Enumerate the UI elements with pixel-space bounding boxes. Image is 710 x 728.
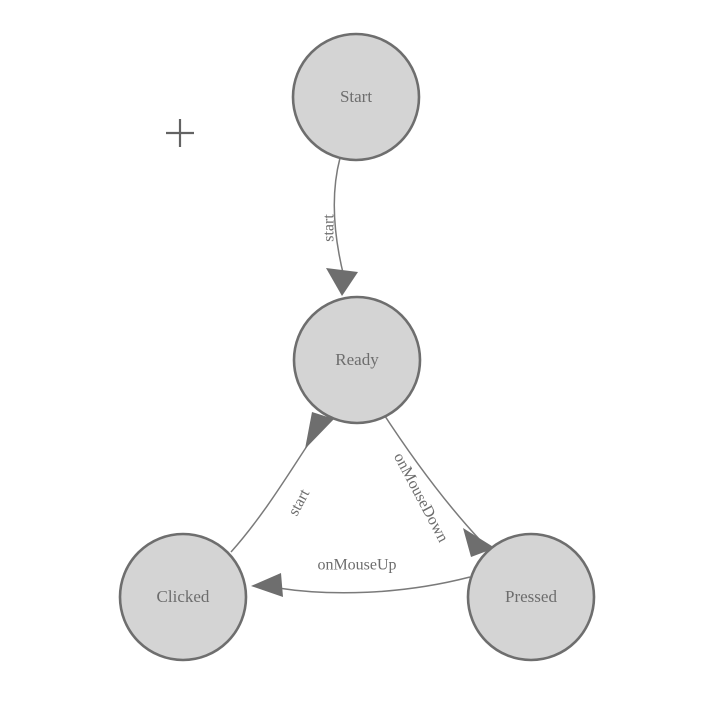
edge-ready-to-pressed-arrowhead [463,528,495,557]
edge-start-to-ready-arrowhead [326,268,358,296]
crosshair-marker [166,119,194,147]
state-node-ready-label: Ready [335,350,379,369]
edge-pressed-to-clicked[interactable]: onMouseUp [251,557,471,597]
edge-ready-to-pressed-path [380,409,481,541]
edge-start-to-ready-path [333,157,345,278]
state-node-ready-circle[interactable] [292,295,422,425]
edge-clicked-to-ready[interactable]: start [230,412,334,553]
edge-pressed-to-clicked-arrowhead [251,573,283,597]
state-node-clicked-label: Clicked [157,587,210,606]
state-node-clicked-circle[interactable] [118,532,248,662]
state-node-pressed-circle[interactable] [466,532,596,662]
edge-clicked-to-ready-arrowhead [305,412,334,449]
state-node-start[interactable]: Start [291,32,421,162]
state-node-ready[interactable]: Ready [292,295,422,425]
edge-start-to-ready[interactable]: start [321,157,358,296]
state-node-pressed-label: Pressed [505,587,557,606]
edge-ready-to-pressed[interactable]: onMouseDown [380,409,495,557]
state-node-pressed[interactable]: Pressed [466,532,596,662]
edge-label-clicked-to-ready: start [285,486,313,519]
edge-pressed-to-clicked-path [277,576,471,594]
edge-label-start-to-ready: start [321,214,338,242]
state-node-start-circle[interactable] [291,32,421,162]
edge-label-ready-to-pressed: onMouseDown [390,450,451,545]
edge-label-pressed-to-clicked: onMouseUp [317,557,396,574]
state-node-clicked[interactable]: Clicked [118,532,248,662]
state-node-start-label: Start [340,87,372,106]
